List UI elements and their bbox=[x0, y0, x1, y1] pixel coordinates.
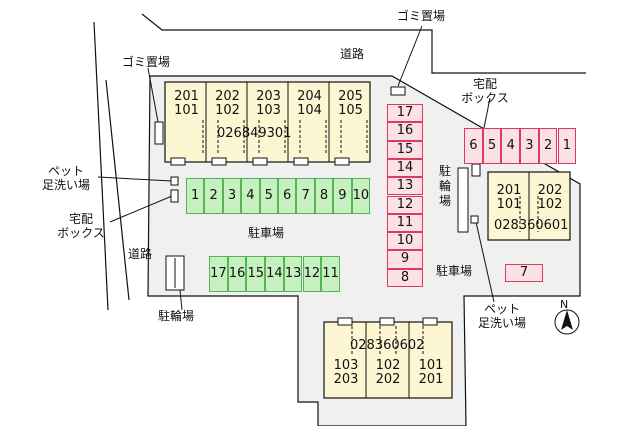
building-code-main: 026849301 bbox=[217, 126, 292, 141]
leader-garbage-top bbox=[397, 25, 423, 87]
parking-space-pink-5: 5 bbox=[482, 128, 502, 164]
parking-space-green-14: 14 bbox=[265, 256, 284, 292]
parking-space-green-8: 8 bbox=[314, 178, 334, 214]
footwash-label-left: ペット 足洗い場 bbox=[41, 164, 90, 192]
road-edge-top bbox=[141, 13, 586, 74]
leader-footwash-left bbox=[97, 176, 173, 182]
parking-space-green-9: 9 bbox=[333, 178, 352, 214]
footwash-box-right bbox=[470, 215, 479, 224]
footwash-label-right: ペット 足洗い場 bbox=[477, 302, 526, 330]
north-label: N bbox=[560, 298, 569, 311]
parking-label-right: 駐車場 bbox=[436, 264, 473, 278]
unit-east-2: 202 102 bbox=[537, 183, 563, 212]
building-south bbox=[323, 317, 453, 399]
north-arrow bbox=[554, 309, 580, 335]
parking-space-green-13: 13 bbox=[283, 256, 303, 292]
garbage-box-left bbox=[154, 121, 164, 145]
unit-south-2: 102 202 bbox=[375, 358, 401, 387]
delivery-label-right: 宅配 ボックス bbox=[461, 77, 509, 105]
parking-space-pink-10: 10 bbox=[387, 232, 423, 251]
parking-space-pink-9: 9 bbox=[387, 250, 423, 269]
bicycle-label-right: 駐輪場 bbox=[438, 164, 451, 208]
garbage-label-top: ゴミ置場 bbox=[397, 9, 446, 23]
road-label-left: 道路 bbox=[128, 247, 153, 261]
delivery-box-left bbox=[170, 189, 179, 203]
road-edge-left-outer bbox=[93, 21, 109, 311]
parking-space-green-10: 10 bbox=[351, 178, 370, 214]
leader-footwash-right bbox=[475, 221, 495, 303]
parking-space-green-16: 16 bbox=[227, 256, 247, 292]
road-label-top: 道路 bbox=[340, 47, 365, 61]
unit-south-1: 103 203 bbox=[333, 358, 359, 387]
parking-space-pink-8: 8 bbox=[387, 268, 423, 287]
parking-space-pink-3: 3 bbox=[520, 128, 539, 164]
parking-space-pink-15: 15 bbox=[387, 140, 423, 159]
parking-space-pink-11: 11 bbox=[387, 213, 423, 233]
unit-south-3: 101 201 bbox=[418, 358, 444, 387]
parking-space-pink-16: 16 bbox=[387, 122, 423, 141]
parking-space-green-2: 2 bbox=[204, 178, 223, 214]
parking-space-pink-17: 17 bbox=[387, 104, 423, 123]
delivery-label-left: 宅配 ボックス bbox=[57, 212, 105, 240]
road-edge-left-inner bbox=[105, 79, 130, 301]
unit-main-3: 203 103 bbox=[256, 89, 281, 118]
unit-main-4: 204 104 bbox=[297, 89, 322, 118]
parking-space-pink-14: 14 bbox=[387, 158, 423, 178]
leader-garbage-left bbox=[147, 67, 159, 123]
parking-space-green-3: 3 bbox=[222, 178, 242, 214]
building-code-east: 028360601 bbox=[494, 218, 569, 233]
unit-east-1: 201 101 bbox=[496, 183, 522, 212]
unit-main-2: 202 102 bbox=[215, 89, 240, 118]
parking-space-green-7: 7 bbox=[296, 178, 315, 214]
unit-main-5: 205 105 bbox=[338, 89, 363, 118]
parking-space-pink-2: 2 bbox=[538, 128, 558, 164]
parking-space-pink-4: 4 bbox=[501, 128, 521, 164]
building-code-south: 028360602 bbox=[350, 338, 425, 353]
parking-space-green-11: 11 bbox=[321, 256, 340, 292]
garbage-box-top bbox=[390, 86, 406, 96]
parking-label-center: 駐車場 bbox=[248, 226, 285, 240]
delivery-box-right bbox=[471, 163, 481, 177]
bicycle-rack-center bbox=[457, 167, 469, 233]
parking-space-green-6: 6 bbox=[278, 178, 297, 214]
parking-space-green-5: 5 bbox=[259, 178, 278, 214]
parking-space-green-12: 12 bbox=[302, 256, 322, 292]
parking-space-pink-1: 1 bbox=[557, 128, 577, 164]
garbage-label-left: ゴミ置場 bbox=[122, 55, 171, 69]
parking-space-green-4: 4 bbox=[241, 178, 260, 214]
building-main bbox=[164, 81, 371, 166]
leader-delivery-left bbox=[109, 195, 173, 223]
parking-space-pink-12: 12 bbox=[387, 195, 423, 214]
parking-space-pink-6: 6 bbox=[464, 128, 483, 164]
parking-space-green-1: 1 bbox=[186, 178, 205, 214]
parking-space-pink-13: 13 bbox=[387, 177, 423, 196]
footwash-box-left bbox=[170, 176, 179, 186]
leader-bicycle-left bbox=[179, 289, 183, 311]
parking-space-pink-single: 7 bbox=[505, 264, 543, 282]
unit-main-1: 201 101 bbox=[174, 89, 199, 118]
building-east bbox=[487, 171, 571, 241]
bicycle-label-left: 駐輪場 bbox=[158, 309, 195, 323]
parking-space-green-17: 17 bbox=[209, 256, 228, 292]
parking-space-green-15: 15 bbox=[246, 256, 266, 292]
